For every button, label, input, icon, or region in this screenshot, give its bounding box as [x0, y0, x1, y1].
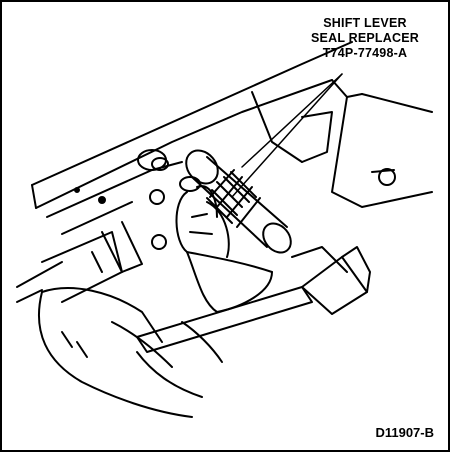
left-hand [175, 185, 273, 313]
leader-lines [231, 73, 343, 198]
figure-id-label: D11907-B [375, 425, 434, 440]
tool-callout-label: SHIFT LEVER SEAL REPLACER T74P-77498-A [290, 16, 440, 61]
callout-line-2: SEAL REPLACER [311, 31, 419, 45]
right-hand [37, 287, 223, 418]
transmission-case [16, 41, 433, 303]
callout-line-3: T74P-77498-A [322, 46, 408, 60]
hammer [136, 246, 371, 353]
shift-shaft [137, 149, 396, 250]
callout-line-1: SHIFT LEVER [323, 16, 407, 30]
seal-replacer-tool [179, 149, 292, 254]
